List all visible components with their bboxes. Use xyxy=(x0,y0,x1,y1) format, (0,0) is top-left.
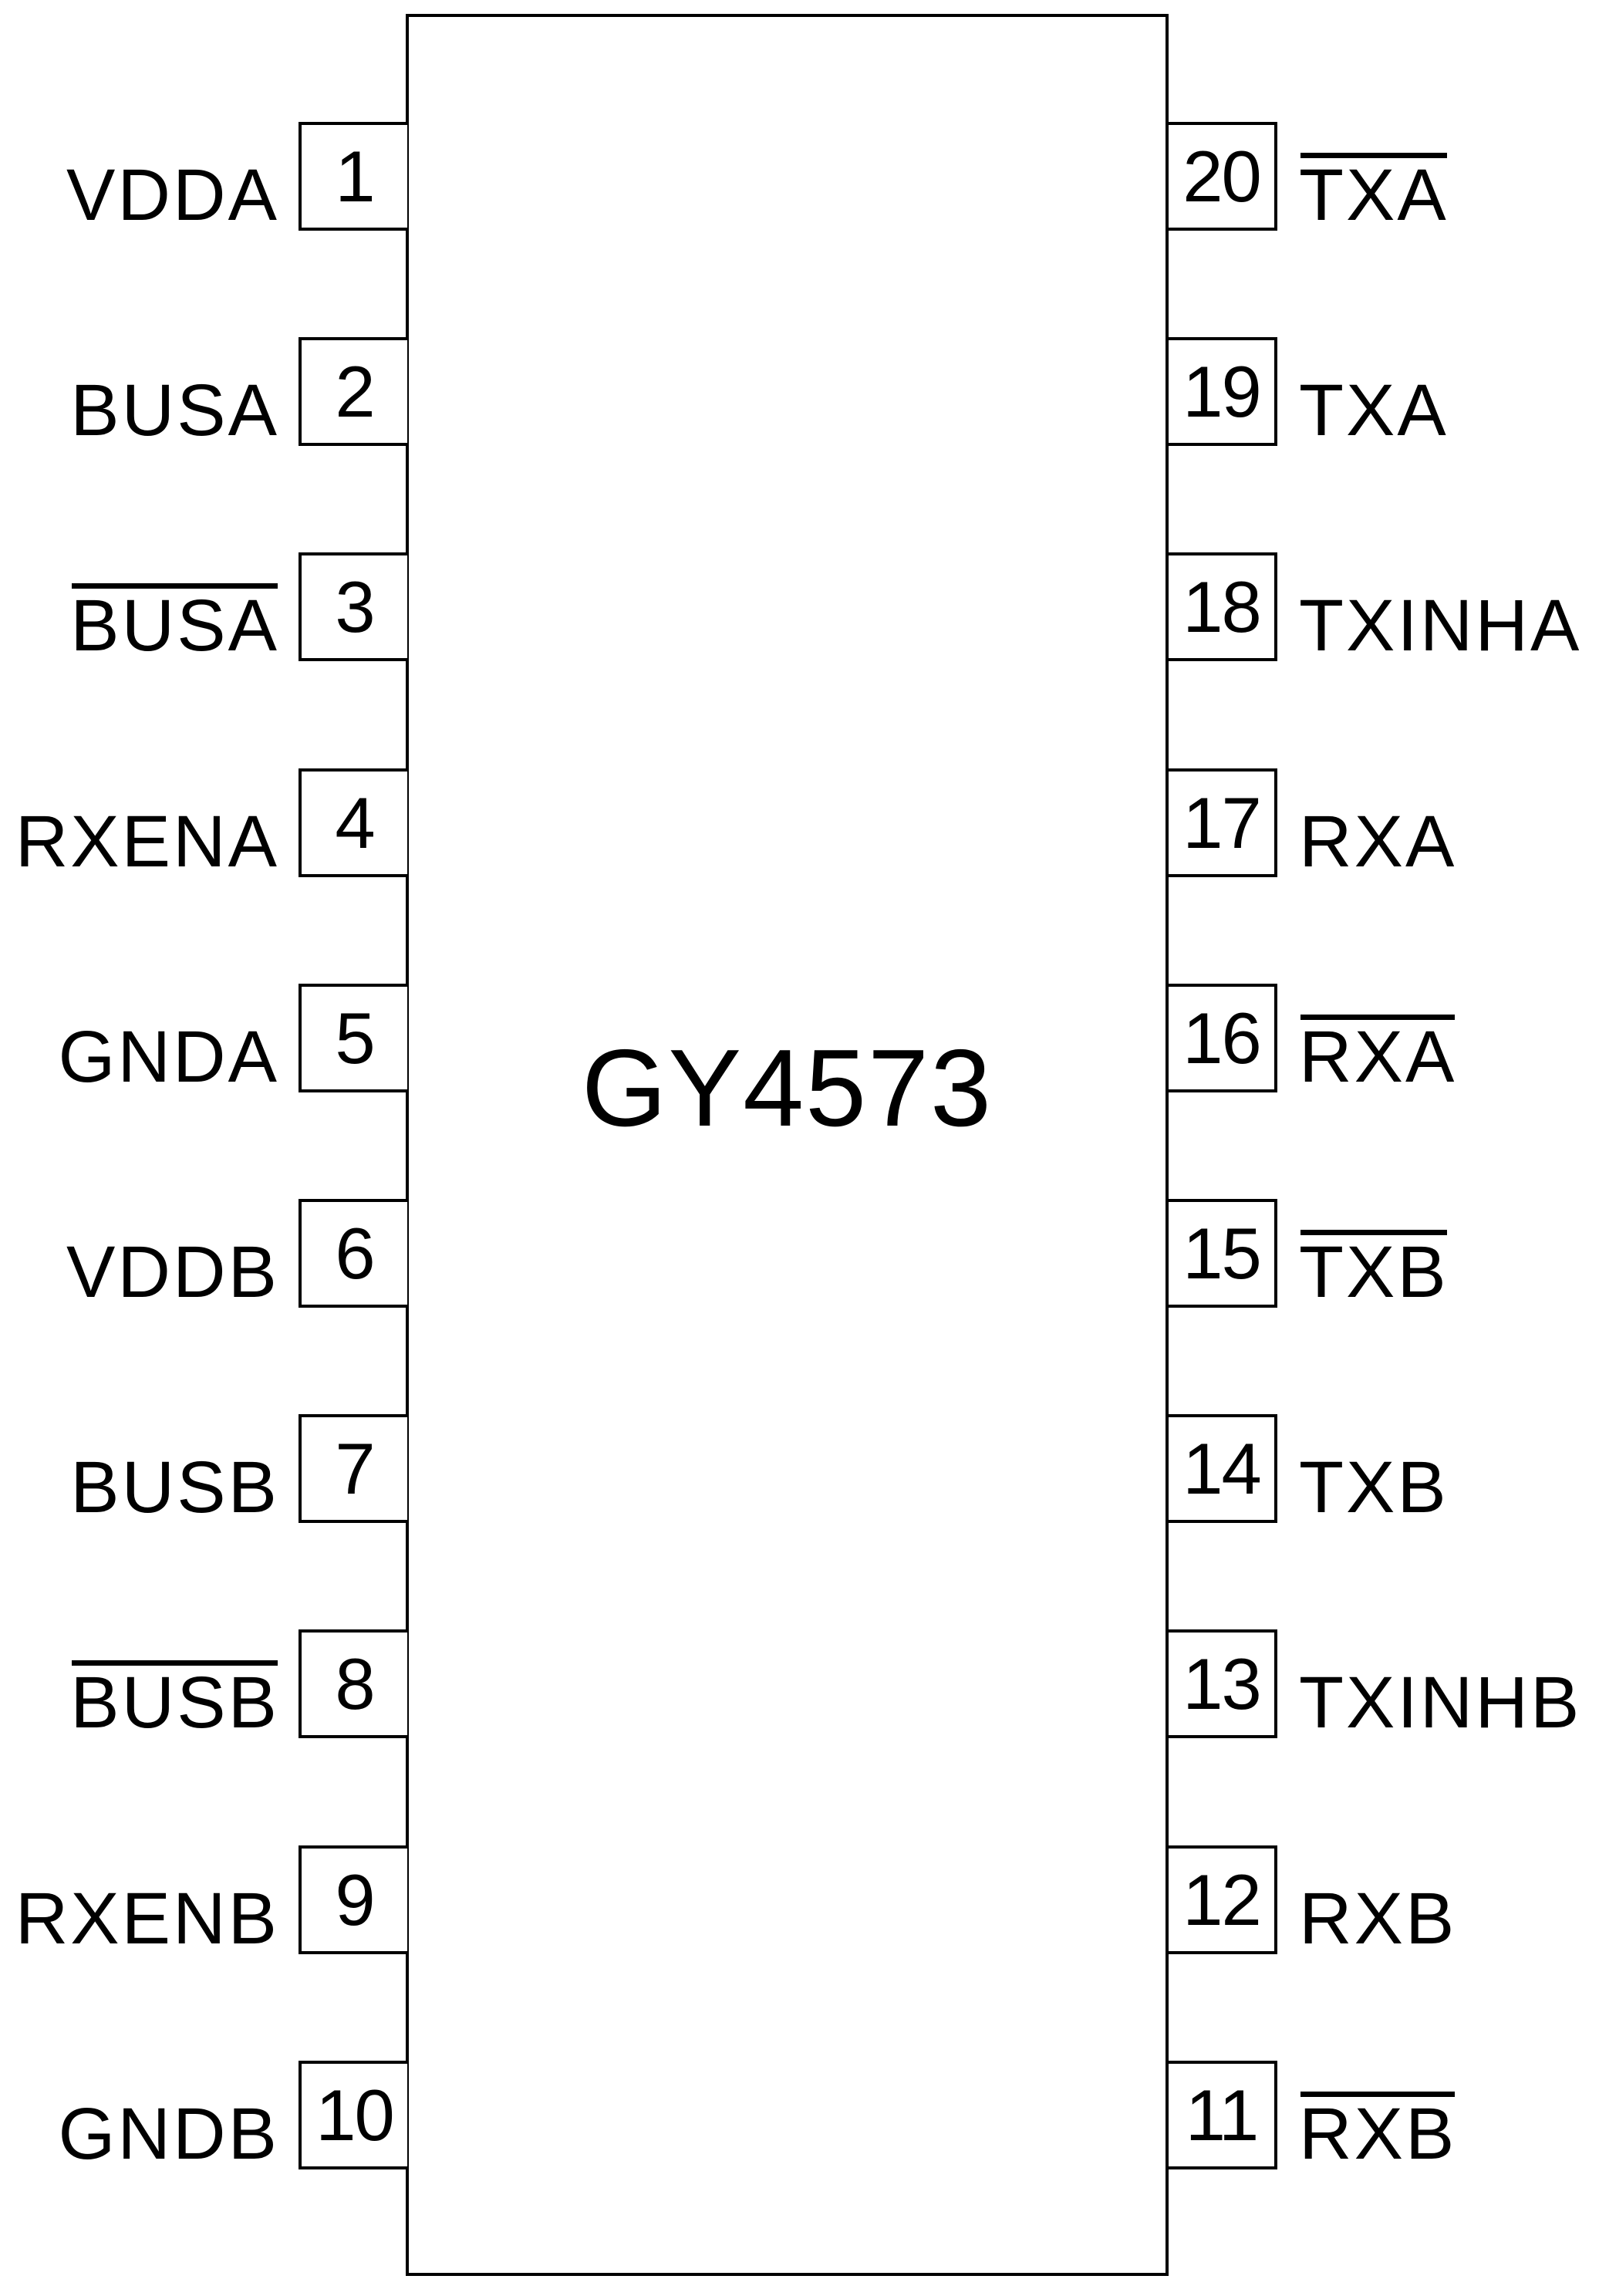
pin-17-label: RXA xyxy=(1299,805,1456,879)
signal-name: GNDB xyxy=(58,2093,279,2175)
pin-16-number-box: 16 xyxy=(1169,984,1277,1092)
pin-8-number-box: 8 xyxy=(299,1629,407,1738)
pin-6-label: VDDB xyxy=(66,1236,279,1309)
pin-17-number-box: 17 xyxy=(1169,768,1277,877)
pin-12-label: RXB xyxy=(1299,1882,1456,1956)
pin-15-number-box: 15 xyxy=(1169,1199,1277,1308)
pin-3-label: BUSA xyxy=(70,583,279,667)
pin-10-number-box: 10 xyxy=(299,2061,407,2169)
signal-name: RXENB xyxy=(15,1878,279,1960)
chip-part-number: GY4573 xyxy=(581,1027,993,1150)
pin-18-label: TXINHA xyxy=(1299,589,1581,663)
pin-6-number-box: 6 xyxy=(299,1199,407,1308)
signal-name: TXINHB xyxy=(1299,1662,1582,1744)
pin-2-label: BUSA xyxy=(70,374,279,447)
pin-14-number-box: 14 xyxy=(1169,1414,1277,1523)
active-low-signal-name: RXA xyxy=(1299,1015,1457,1098)
signal-name: TXA xyxy=(1299,370,1449,451)
pin-12-number-box: 12 xyxy=(1169,1845,1277,1954)
pin-20-number-box: 20 xyxy=(1169,122,1277,231)
pin-5-number-box: 5 xyxy=(299,984,407,1092)
pin-15-label: TXB xyxy=(1299,1230,1449,1313)
pin-9-label: RXENB xyxy=(15,1882,279,1956)
active-low-signal-name: BUSA xyxy=(70,583,279,667)
pin-11-number-box: 11 xyxy=(1169,2061,1277,2169)
active-low-signal-name: TXA xyxy=(1299,153,1449,236)
pin-5-label: GNDA xyxy=(59,1021,279,1094)
pin-1-label: VDDA xyxy=(66,159,279,232)
pin-19-number-box: 19 xyxy=(1169,337,1277,446)
active-low-signal-name: RXB xyxy=(1299,2092,1457,2175)
pin-14-label: TXB xyxy=(1299,1451,1449,1524)
pin-8-label: BUSB xyxy=(70,1660,279,1744)
signal-name: VDDB xyxy=(66,1231,279,1313)
pin-10-label: GNDB xyxy=(59,2098,279,2171)
pin-2-number-box: 2 xyxy=(299,337,407,446)
pin-7-label: BUSB xyxy=(70,1451,279,1524)
pin-16-label: RXA xyxy=(1299,1015,1457,1098)
signal-name: VDDA xyxy=(66,154,279,236)
pin-7-number-box: 7 xyxy=(299,1414,407,1523)
pin-1-number-box: 1 xyxy=(299,122,407,231)
signal-name: BUSB xyxy=(70,1447,279,1528)
pin-13-number-box: 13 xyxy=(1169,1629,1277,1738)
signal-name: RXB xyxy=(1299,1878,1457,1960)
active-low-signal-name: TXB xyxy=(1299,1230,1449,1313)
signal-name: GNDA xyxy=(58,1016,279,1098)
pin-19-label: TXA xyxy=(1299,374,1449,447)
pin-18-number-box: 18 xyxy=(1169,552,1277,661)
pin-3-number-box: 3 xyxy=(299,552,407,661)
pin-20-label: TXA xyxy=(1299,153,1449,236)
pin-13-label: TXINHB xyxy=(1299,1666,1581,1740)
pin-4-label: RXENA xyxy=(15,805,279,879)
signal-name: TXINHA xyxy=(1299,585,1582,667)
signal-name: TXB xyxy=(1299,1447,1449,1528)
signal-name: RXA xyxy=(1299,801,1457,883)
signal-name: BUSA xyxy=(70,370,279,451)
active-low-signal-name: BUSB xyxy=(70,1660,279,1744)
pin-4-number-box: 4 xyxy=(299,768,407,877)
signal-name: RXENA xyxy=(15,801,279,883)
pin-11-label: RXB xyxy=(1299,2092,1457,2175)
pin-9-number-box: 9 xyxy=(299,1845,407,1954)
ic-package-body: GY4573 xyxy=(406,14,1169,2276)
